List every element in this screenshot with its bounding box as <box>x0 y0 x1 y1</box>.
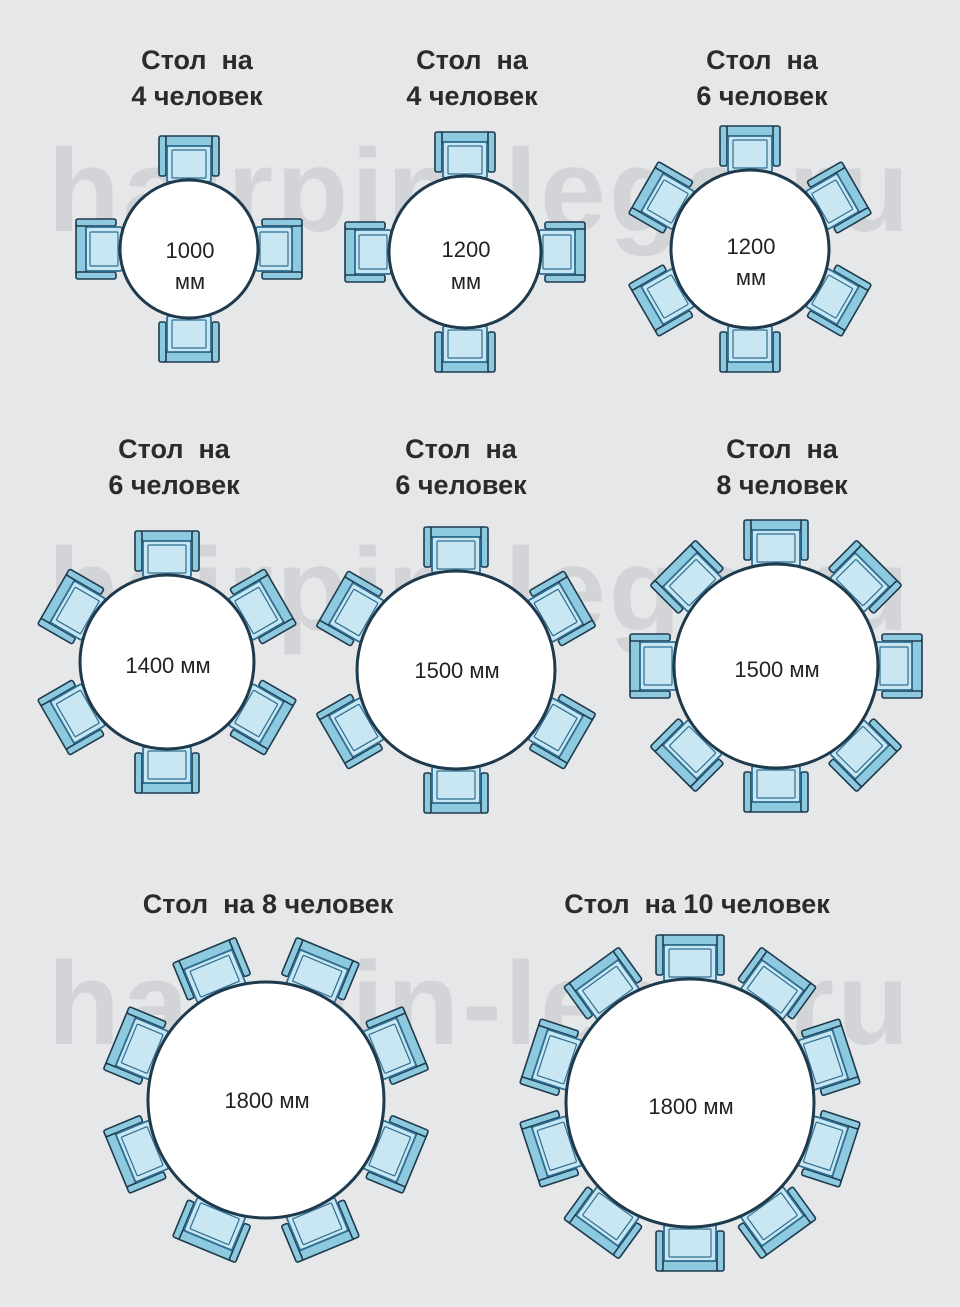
chair-icon <box>805 264 872 337</box>
chair-icon <box>650 718 724 792</box>
table-group: 1200 мм <box>628 125 872 373</box>
chair-icon <box>527 570 596 647</box>
table-title-line: Стол на <box>416 45 528 75</box>
chair-icon <box>719 325 781 373</box>
chair-icon <box>75 218 123 280</box>
table-group: 1800 мм <box>103 937 429 1263</box>
chair-icon <box>655 1224 725 1272</box>
chair-icon <box>362 1115 429 1194</box>
round-table <box>669 168 831 330</box>
chair-icon <box>805 161 872 234</box>
chair-icon <box>719 125 781 173</box>
table-group: 1800 мм <box>519 934 861 1272</box>
table-size-label: 1500 мм <box>734 657 819 682</box>
chair-icon <box>629 633 677 699</box>
chair-icon <box>628 264 695 337</box>
chair-icon <box>134 746 200 794</box>
table-size-unit: мм <box>175 269 205 294</box>
table-title-line: 8 человек <box>716 470 848 500</box>
table-group: 1400 мм <box>37 530 297 794</box>
round-table <box>118 178 260 320</box>
chair-icon <box>434 325 496 373</box>
chair-icon <box>875 633 923 699</box>
chair-icon <box>538 221 586 283</box>
table-group: 1500 мм <box>316 526 596 814</box>
chair-icon <box>423 526 489 574</box>
round-table <box>672 562 880 770</box>
chair-icon <box>228 568 297 645</box>
chair-icon <box>434 131 496 179</box>
table-title-line: Стол на 8 человек <box>142 889 394 919</box>
chair-icon <box>158 315 220 363</box>
table-title-line: 4 человек <box>131 81 263 111</box>
table-size-label: 1500 мм <box>414 658 499 683</box>
chair-icon <box>743 519 809 567</box>
table-title: Стол на 10 человек <box>497 886 897 922</box>
chair-icon <box>281 937 360 1004</box>
chair-icon <box>737 1186 817 1259</box>
table-title-line: Стол на <box>118 434 230 464</box>
table-title-line: 6 человек <box>395 470 527 500</box>
round-table <box>146 980 386 1220</box>
table-title-line: Стол на <box>706 45 818 75</box>
table-title-line: Стол на <box>726 434 838 464</box>
table-title-line: Стол на <box>405 434 517 464</box>
table-size-label: 1000 <box>166 238 215 263</box>
round-table <box>564 977 816 1229</box>
round-table <box>355 569 557 771</box>
table-title: Стол на 6 человек <box>0 431 374 503</box>
table-title-line: 6 человек <box>108 470 240 500</box>
chair-icon <box>563 947 643 1020</box>
table-title: Стол на 6 человек <box>562 42 960 114</box>
table-group: 1500 мм <box>629 519 923 813</box>
table-group: 1200 мм <box>344 131 586 373</box>
table-title: Стол на 4 человек <box>272 42 672 114</box>
table-title: Стол на 8 человек <box>582 431 960 503</box>
table-size-unit: мм <box>451 269 481 294</box>
chair-icon <box>344 221 392 283</box>
chair-icon <box>737 947 817 1020</box>
table-title-line: 6 человек <box>696 81 828 111</box>
table-title-line: 4 человек <box>406 81 538 111</box>
chair-icon <box>423 766 489 814</box>
table-title: Стол на 4 человек <box>0 42 397 114</box>
table-size-label: 1800 мм <box>224 1088 309 1113</box>
chair-icon <box>655 934 725 982</box>
round-table <box>387 174 543 330</box>
chair-icon <box>255 218 303 280</box>
table-title-line: Стол на 10 человек <box>564 889 830 919</box>
table-title-line: Стол на <box>141 45 253 75</box>
table-size-label: 1200 <box>442 237 491 262</box>
chair-icon <box>228 679 297 756</box>
table-size-unit: мм <box>736 265 766 290</box>
table-group: 1000 мм <box>75 135 303 363</box>
chair-icon <box>527 693 596 770</box>
round-table <box>78 573 256 751</box>
chair-icon <box>316 570 385 647</box>
table-size-label: 1800 мм <box>648 1094 733 1119</box>
table-title: Стол на 6 человек <box>261 431 661 503</box>
chair-icon <box>650 540 724 614</box>
chair-icon <box>628 161 695 234</box>
chair-icon <box>743 765 809 813</box>
chair-icon <box>134 530 200 578</box>
table-size-label: 1400 мм <box>125 653 210 678</box>
table-size-label: 1200 <box>727 234 776 259</box>
table-title: Стол на 8 человек <box>68 886 468 922</box>
chair-icon <box>158 135 220 183</box>
